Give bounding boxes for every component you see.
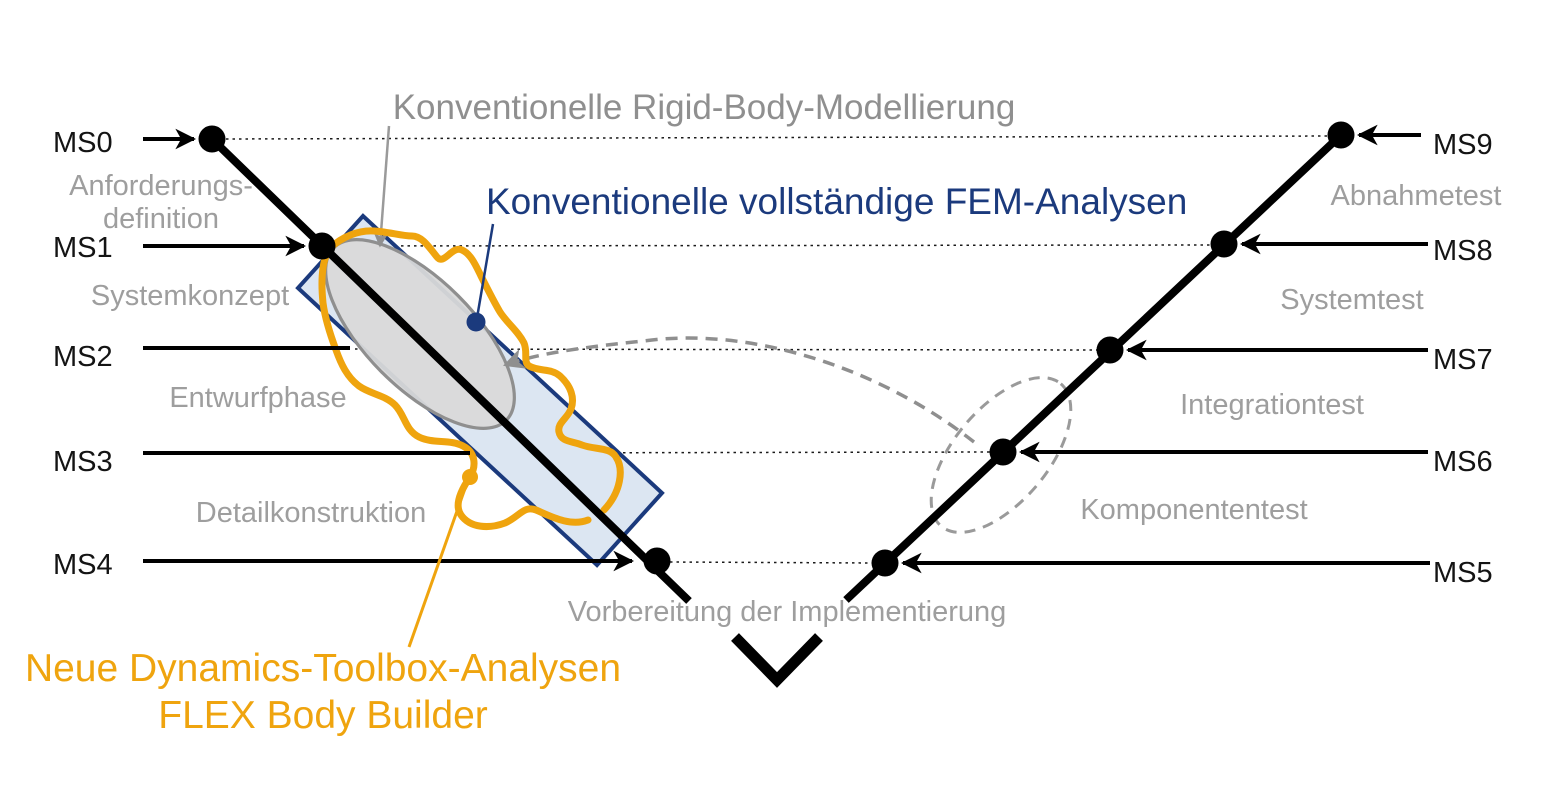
annotation-toolbox-line2: FLEX Body Builder <box>158 693 488 737</box>
toolbox-leader-dot <box>462 469 478 485</box>
phase-label-system-test: Systemtest <box>1280 284 1424 316</box>
phase-label-component-test: Komponententest <box>1080 494 1308 526</box>
dotted-line-ms1-ms8 <box>335 244 1212 247</box>
ms9-dot <box>1327 121 1355 149</box>
ms6-dot <box>989 438 1017 466</box>
annotation-toolbox-line1: Neue Dynamics-Toolbox-Analysen <box>24 647 622 690</box>
ms8-dot <box>1210 230 1238 258</box>
dotted-line-ms4-ms5 <box>669 561 873 564</box>
milestone-label-ms1: MS1 <box>53 232 113 264</box>
milestone-label-ms7: MS7 <box>1433 344 1493 376</box>
milestone-label-ms0: MS0 <box>53 127 113 159</box>
ms1-dot <box>308 232 336 260</box>
dotted-line-ms0-ms9 <box>225 135 1329 140</box>
phase-label-design-phase: Entwurfphase <box>169 382 347 414</box>
v-bottom-chevron <box>731 633 823 688</box>
rigid-body-leader-arrow <box>373 125 391 248</box>
phase-label-integration-test: Integrationtest <box>1180 389 1364 421</box>
milestone-label-ms2: MS2 <box>53 341 113 373</box>
feedback-dashed-curve-arrow <box>503 336 976 444</box>
toolbox-leader-line <box>407 479 470 648</box>
phase-label-system-concept: Systemkonzept <box>90 280 290 312</box>
fem-leader-line <box>475 223 495 319</box>
milestone-label-ms3: MS3 <box>53 446 113 478</box>
left-branch-line <box>209 136 692 604</box>
annotation-rigid-body: Konventionelle Rigid-Body-Modellierung <box>392 88 1016 127</box>
milestone-label-ms8: MS8 <box>1433 235 1493 267</box>
right-branch-line <box>843 132 1344 603</box>
phase-label-acceptance-test: Abnahmetest <box>1330 180 1502 212</box>
ms5-dot <box>871 549 899 577</box>
phase-label-requirements: Anforderungs- definition <box>69 170 253 237</box>
phase-label-requirements-line1: Anforderungs- <box>69 170 253 202</box>
milestone-dots <box>198 121 1355 577</box>
ms0-dot <box>198 125 226 153</box>
right-milestone-arrows <box>900 124 1430 574</box>
milestone-label-ms6: MS6 <box>1433 446 1493 478</box>
annotation-fem: Konventionelle vollständige FEM-Analysen <box>486 181 1188 222</box>
phase-label-implementation-prep: Vorbereitung der Implementierung <box>567 596 1007 628</box>
ms4-dot <box>643 547 671 575</box>
ms7-dot <box>1096 336 1124 364</box>
left-milestone-arrows <box>143 128 635 572</box>
test-region-dashed-ellipse <box>929 376 1073 534</box>
milestone-label-ms5: MS5 <box>1433 557 1493 589</box>
milestone-label-ms9: MS9 <box>1433 129 1493 161</box>
milestone-label-ms4: MS4 <box>53 549 113 581</box>
phase-label-requirements-line2: definition <box>102 203 220 236</box>
annotation-toolbox: Neue Dynamics-Toolbox-Analysen FLEX Body… <box>25 646 621 740</box>
phase-label-detail-design: Detailkonstruktion <box>195 497 427 529</box>
fem-leader-dot <box>466 312 486 332</box>
